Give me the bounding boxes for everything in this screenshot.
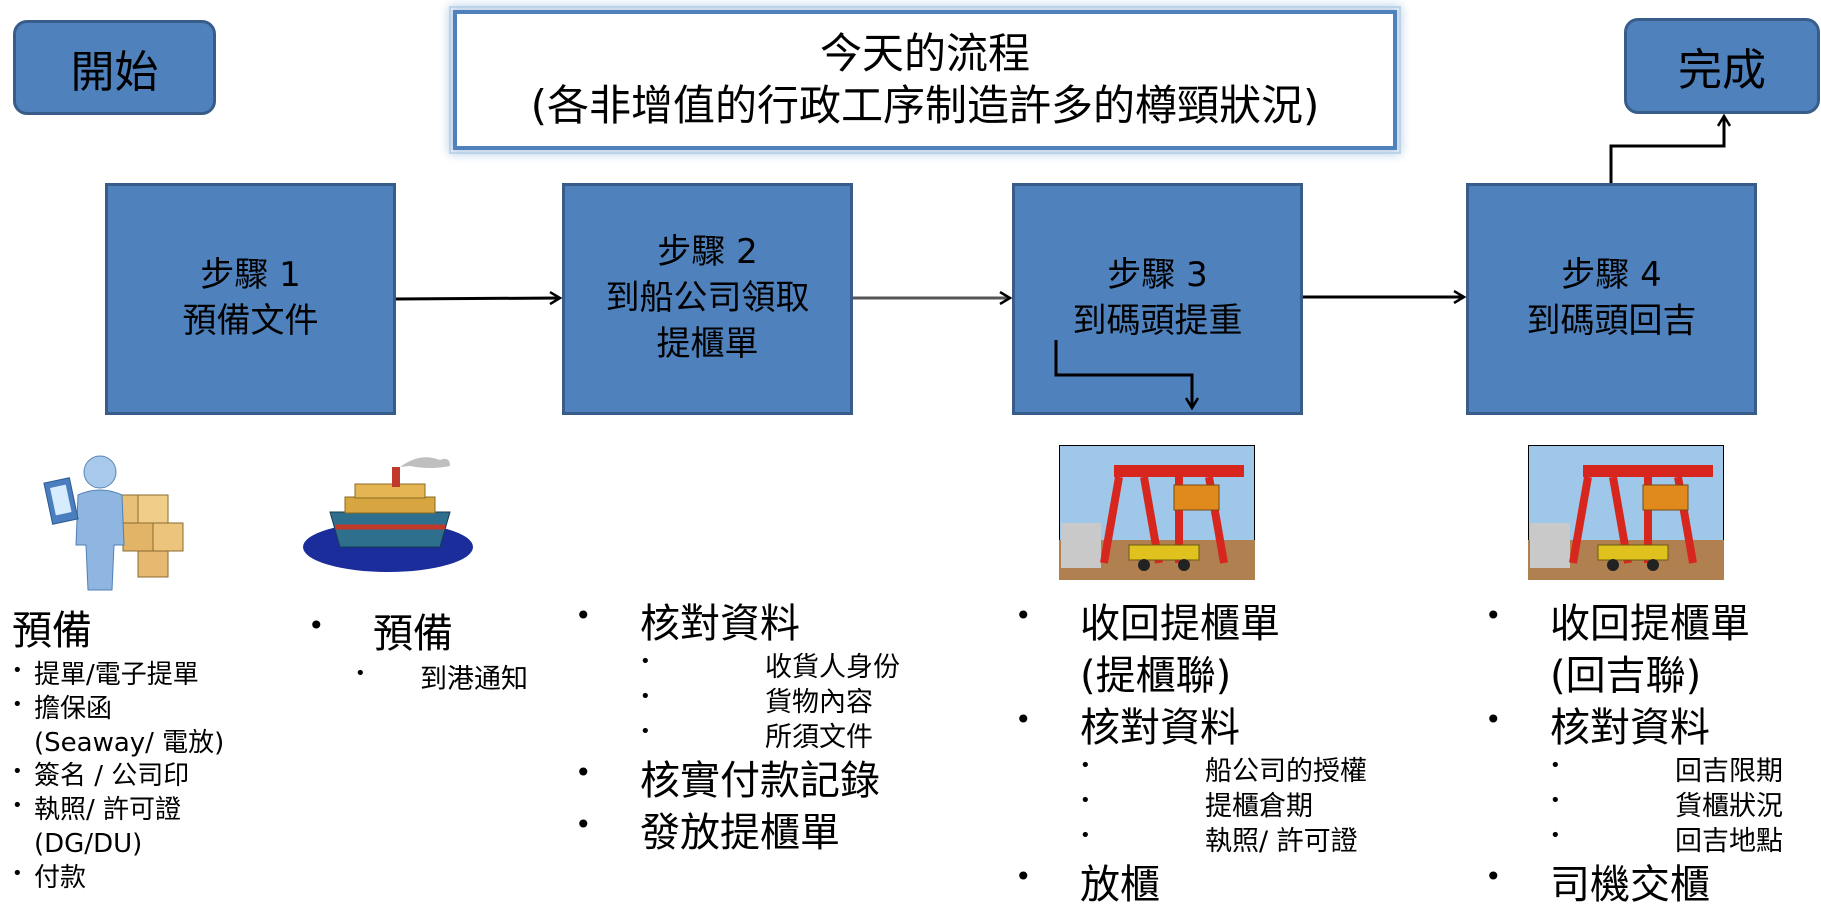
bullet: • (12, 761, 23, 783)
col3-item-1: 核對資料 (640, 601, 800, 647)
bullet: • (1080, 825, 1091, 847)
col1-item-3: 簽名 / 公司印 (34, 761, 190, 792)
step-4-number: 步驟 4 (1561, 255, 1662, 296)
bullet: • (575, 808, 592, 842)
bullet: • (575, 756, 592, 790)
col4-item-1-cont: (提櫃聯) (1080, 653, 1232, 699)
col3-sub-2: 貨物內容 (765, 687, 873, 719)
col5-item-2: 核對資料 (1550, 705, 1710, 751)
bullet: • (308, 609, 325, 642)
bullet: • (1550, 790, 1561, 812)
col4-item-3: 放櫃 (1080, 862, 1160, 909)
col3-item-2: 核實付款記錄 (640, 758, 880, 805)
step-3-number: 步驟 3 (1107, 255, 1208, 296)
port-crane-icon (1528, 445, 1724, 580)
bullet: • (1550, 825, 1561, 847)
col5-sub-3: 回吉地點 (1675, 826, 1783, 858)
col3-item-3: 發放提櫃單 (640, 810, 840, 857)
title-line-1: 今天的流程 (819, 28, 1030, 78)
col1-heading: 預備 (12, 608, 92, 654)
bullet: • (1485, 860, 1502, 894)
col2-list: • 預備 • 到港通知 (300, 608, 560, 697)
step-1-label: 預備文件 (182, 301, 319, 341)
col2-heading: 預備 (373, 611, 453, 657)
col5-item-1-cont: (回吉聯) (1550, 653, 1702, 699)
col5-item-3: 司機交櫃 (1550, 862, 1710, 909)
col4-sub-2: 提櫃倉期 (1205, 791, 1313, 823)
port-crane-icon (1059, 445, 1255, 580)
step-1-number: 步驟 1 (200, 255, 301, 296)
col5-sub-1: 回吉限期 (1675, 756, 1783, 787)
bullet: • (12, 660, 23, 681)
step-2-box: 步驟 2 到船公司領取 提櫃單 (562, 183, 853, 415)
person-with-boxes-icon (43, 455, 184, 591)
step-2-label-2: 提櫃單 (656, 323, 759, 364)
col4-item-1: 收回提櫃單 (1080, 601, 1280, 647)
bullet: • (640, 651, 651, 672)
bullet: • (1015, 703, 1032, 736)
col4-list: • 收回提櫃單 (提櫃聯) • 核對資料 • 船公司的授權 • 提櫃倉期 • 執照/ 許可… (1015, 598, 1375, 911)
bullet: • (12, 862, 23, 884)
step-4-box: 步驟 4 到碼頭回吉 (1466, 183, 1757, 415)
bullet: • (12, 795, 23, 817)
arrow-step1-step2 (395, 298, 560, 299)
bullet: • (1550, 755, 1561, 776)
title-line-2: (各非增值的行政工序制造許多的樽頸狀況) (530, 81, 1320, 130)
col1-item-4: 執照/ 許可證 (34, 795, 182, 826)
col1-item-5: 付款 (34, 862, 87, 893)
col4-sub-3: 執照/ 許可證 (1205, 826, 1358, 858)
col1-item-1: 提單/電子提單 (34, 660, 199, 690)
bullet: • (1015, 860, 1032, 894)
title-box: 今天的流程 (各非增值的行政工序制造許多的樽頸狀況) (449, 6, 1401, 154)
bullet: • (1015, 599, 1032, 632)
step-4-label: 到碼頭回吉 (1526, 301, 1697, 341)
col1-list: 預備 •提單/電子提單 •擔保函 (Seaway/ 電放) •簽名 / 公司印 … (12, 605, 292, 896)
col2-sub-1: 到港通知 (420, 664, 528, 695)
bullet: • (12, 693, 23, 715)
bullet: • (640, 686, 651, 708)
col1-item-2-cont: (Seaway/ 電放) (34, 727, 225, 758)
col3-sub-3: 所須文件 (765, 722, 873, 754)
bullet: • (355, 663, 366, 684)
bullet: • (1080, 755, 1091, 776)
bullet: • (1080, 790, 1091, 812)
col5-sub-2: 貨櫃狀況 (1675, 791, 1783, 823)
bullet: • (1485, 703, 1502, 736)
bullet: • (575, 599, 592, 632)
col5-item-1: 收回提櫃單 (1550, 601, 1750, 647)
finish-box: 完成 (1624, 18, 1820, 114)
bullet: • (640, 721, 651, 743)
col4-sub-1: 船公司的授權 (1205, 756, 1367, 787)
col1-item-2: 擔保函 (34, 693, 113, 724)
step-1-box: 步驟 1 預備文件 (105, 183, 396, 415)
step-2-number: 步驟 2 (657, 232, 758, 273)
start-box: 開始 (13, 20, 216, 115)
col4-item-2: 核對資料 (1080, 705, 1240, 751)
col3-list: • 核對資料 • 收貨人身份 • 貨物內容 • 所須文件 • 核實付款記錄 • 發放提櫃單 (575, 598, 915, 859)
col5-list: • 收回提櫃單 (回吉聯) • 核對資料 • 回吉限期 • 貨櫃狀況 • 回吉地點 • 司機… (1485, 598, 1815, 911)
cargo-ship-icon (303, 457, 473, 572)
bullet: • (1485, 599, 1502, 632)
step-2-label: 到船公司領取 (605, 278, 810, 319)
col1-item-4-cont: (DG/DU) (34, 828, 143, 859)
arrow-step4-finish (1609, 116, 1724, 183)
arrow-step3-down (1054, 340, 1192, 408)
step-3-label: 到碼頭提重 (1072, 301, 1243, 341)
col3-sub-1: 收貨人身份 (765, 652, 900, 683)
